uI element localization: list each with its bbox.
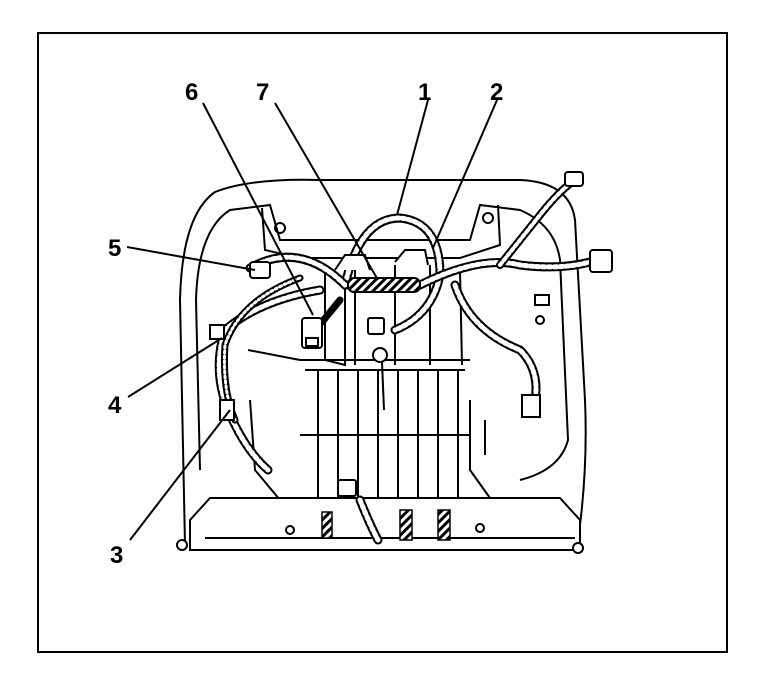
headrest-guides <box>334 249 429 271</box>
bracket-hole-left <box>274 222 286 234</box>
spring-grid <box>300 369 470 499</box>
callout-2: 2 <box>490 79 503 106</box>
connector-top-right <box>564 171 584 187</box>
callouts: 1 2 3 4 5 6 7 <box>108 79 503 569</box>
callout-7: 7 <box>256 79 269 106</box>
connector-4 <box>209 324 225 340</box>
seat-back-inner-outline <box>194 203 570 481</box>
connector-3 <box>219 399 235 421</box>
connector-right <box>589 249 613 273</box>
callout-4: 4 <box>108 392 122 419</box>
wiring-harness <box>214 176 595 545</box>
center-fastener <box>372 294 550 411</box>
callout-1: 1 <box>418 79 431 106</box>
connector-lower <box>337 479 357 497</box>
callout-5: 5 <box>108 235 121 262</box>
callout-6: 6 <box>185 79 198 106</box>
bottom-cross-member <box>176 497 584 554</box>
main-conduit <box>347 277 421 293</box>
connector-right-side <box>521 394 541 418</box>
connector-6-inner <box>305 337 319 347</box>
bottom-springs <box>321 509 451 541</box>
top-bracket <box>261 204 502 259</box>
connector-2 <box>367 317 385 335</box>
connectors <box>209 171 613 497</box>
callout-3: 3 <box>110 542 123 569</box>
leader-lines <box>126 99 498 541</box>
bracket-hole-right <box>482 212 494 224</box>
